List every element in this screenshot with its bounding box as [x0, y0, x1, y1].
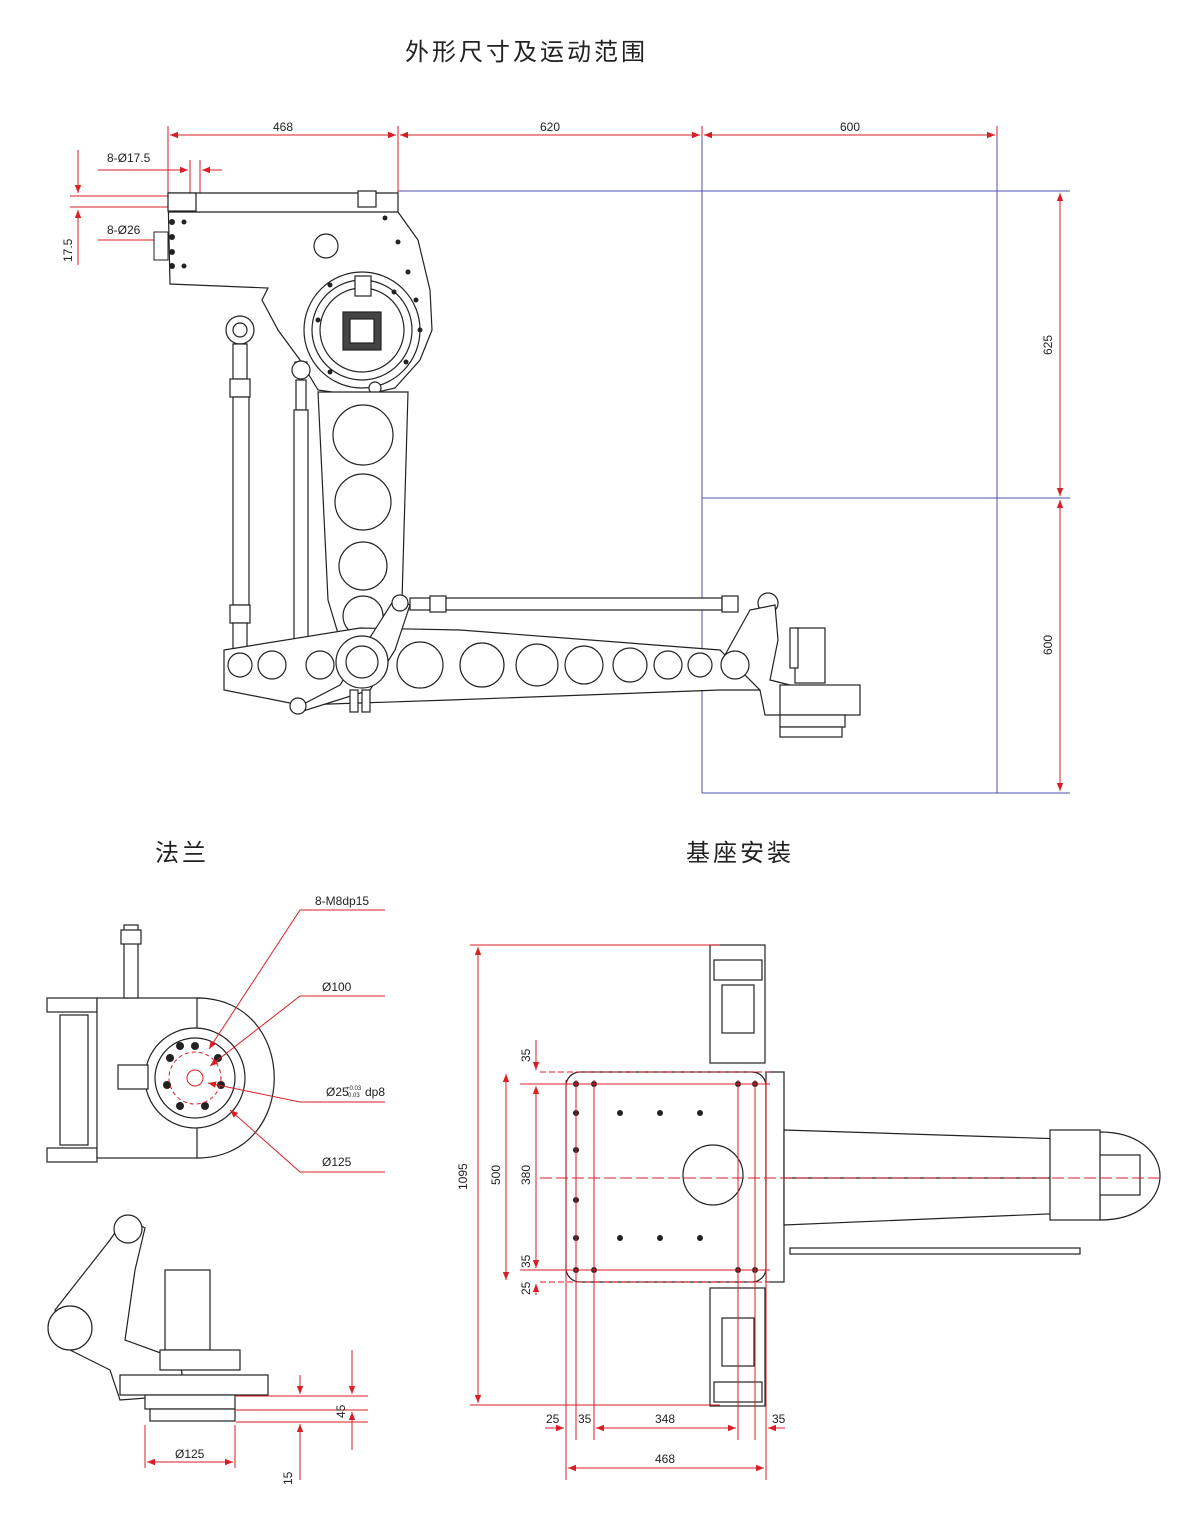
- base-dim-left35: 35: [578, 1412, 592, 1426]
- base-dim-348: 348: [655, 1412, 675, 1426]
- horizontal-rod: [409, 592, 779, 614]
- base-dim-380: 380: [519, 1165, 533, 1185]
- flange-thread-label: 8-M8dp15: [315, 894, 369, 908]
- base-view: 1095 500 380 35 35 25 25 35 348 35 468: [456, 944, 1161, 1480]
- elbow-link: [289, 594, 411, 715]
- base-dim-bot25: 25: [519, 1281, 533, 1295]
- flange-d125-label: Ø125: [322, 1155, 352, 1169]
- svg-text:Ø25: Ø25: [326, 1085, 349, 1099]
- page-title: 外形尺寸及运动范围: [405, 38, 648, 66]
- top-dimensions: [70, 131, 995, 265]
- base-dim-500: 500: [489, 1165, 503, 1185]
- svg-text:+0.03: +0.03: [346, 1086, 362, 1092]
- dim-top-620: 620: [540, 120, 560, 134]
- dim-top-600: 600: [840, 120, 860, 134]
- flange-side-view: [47, 1214, 269, 1422]
- dim-right-625: 625: [1041, 335, 1055, 355]
- dim-hole-small: 8-Ø17.5: [107, 151, 151, 165]
- dim-top-468: 468: [273, 120, 293, 134]
- housing-plate: [153, 231, 169, 261]
- base-center-lines: [470, 944, 1160, 1480]
- forearm: [223, 627, 762, 706]
- side-d125-label: Ø125: [175, 1447, 205, 1461]
- main-boom: [317, 391, 409, 641]
- shoulder-housing: [167, 190, 433, 397]
- flange-d100-label: Ø100: [322, 980, 352, 994]
- base-dim-right35: 35: [772, 1412, 786, 1426]
- base-dim-bot35: 35: [519, 1254, 533, 1268]
- housing-bolts: [169, 215, 423, 375]
- base-dim-left25: 25: [546, 1412, 560, 1426]
- dim-right-600: 600: [1041, 635, 1055, 655]
- side-h45-label: 45: [334, 1404, 348, 1418]
- base-dim-1095: 1095: [456, 1163, 470, 1190]
- base-dim-468: 468: [655, 1452, 675, 1466]
- arm-view: 468 620 600 8-Ø17.5 8-Ø26 17.5 625 600: [61, 120, 1070, 794]
- base-plate: [565, 944, 1161, 1407]
- svg-text:dp8: dp8: [365, 1085, 385, 1099]
- flange-title: 法兰: [155, 839, 209, 867]
- flange-d25-label: Ø25 +0.03 -0.03 dp8: [326, 1085, 385, 1099]
- wrist-assembly: [720, 604, 861, 738]
- svg-text:-0.03: -0.03: [346, 1093, 360, 1099]
- motion-envelope: [398, 136, 1070, 794]
- base-title: 基座安装: [686, 839, 794, 867]
- base-dimensions: [474, 947, 785, 1472]
- flange-leaders: [207, 909, 385, 1173]
- dim-hole-large: 8-Ø26: [107, 223, 141, 237]
- base-dim-top35: 35: [519, 1048, 533, 1062]
- side-h15-label: 15: [281, 1471, 295, 1485]
- flange-view: 8-M8dp15 Ø100 Ø25 +0.03 -0.03 dp8 Ø125: [46, 894, 385, 1485]
- dim-thickness: 17.5: [61, 238, 75, 262]
- flange-side-dims: [144, 1350, 368, 1480]
